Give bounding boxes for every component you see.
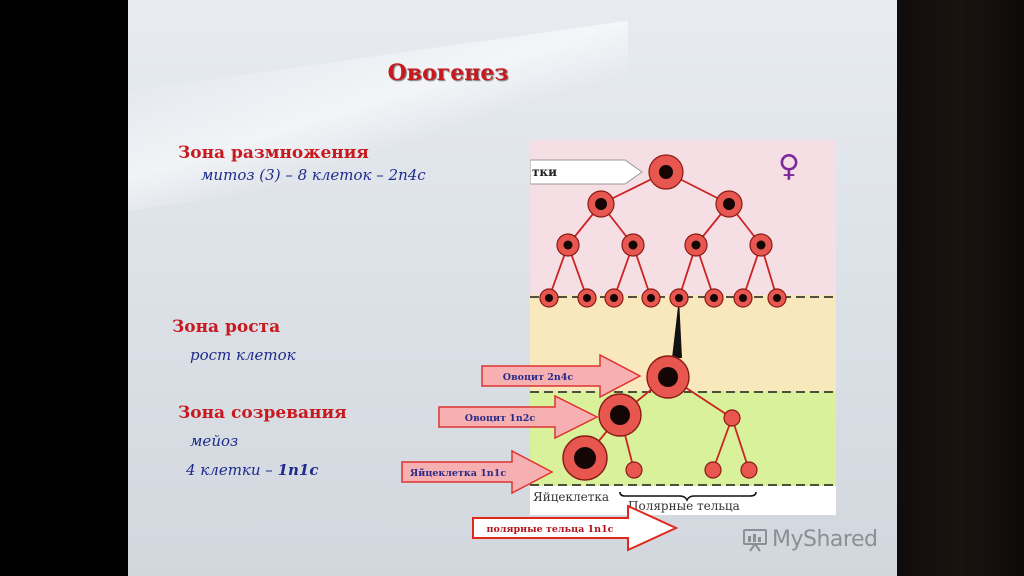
primary-oocyte — [646, 355, 690, 399]
zone-maturation-heading: Зона созревания — [178, 403, 347, 423]
egg-cell — [562, 435, 608, 481]
first-polar-body — [723, 409, 741, 427]
zone-maturation-cells: 4 клетки – 1n1c — [186, 461, 319, 479]
zone-maturation-meiosis: мейоз — [190, 432, 239, 450]
arrow-oocyte-2n4c-label: Овоцит 2n4c — [503, 372, 574, 383]
watermark-text: MyShared — [772, 527, 878, 552]
arrow-polar-1n1c-label: полярные тельца 1n1c — [487, 524, 614, 535]
slide-title: Овогенез — [387, 60, 509, 86]
egg-bottom-label: Яйцеклетка — [533, 490, 609, 504]
zone-growth-heading: Зона роста — [172, 317, 281, 337]
cells-level-2 — [556, 233, 773, 257]
band-bottom — [530, 486, 836, 515]
growth-wedge — [672, 298, 682, 358]
arrow-polar-1n1c: полярные тельца 1n1c — [472, 504, 679, 552]
arrow-oocyte-1n2c: Овоцит 1n2c — [438, 394, 599, 440]
arrow-egg-1n1c: Яйцеклетка 1n1c — [401, 449, 554, 495]
cells-count-text: 4 клетки – — [186, 461, 278, 479]
polar-bodies — [625, 461, 758, 479]
watermark: MyShared — [742, 527, 878, 552]
cells-formula: 1n1c — [277, 461, 319, 479]
zone-reproduction-heading: Зона размножения — [178, 143, 369, 163]
arrow-oocyte-1n2c-label: Овоцит 1n2c — [465, 413, 536, 424]
arrow-egg-1n1c-label: Яйцеклетка 1n1c — [410, 468, 506, 479]
secondary-oocyte — [598, 393, 642, 437]
oogenesis-diagram: тки ♀ — [530, 140, 836, 515]
top-label-text: тки — [532, 165, 557, 179]
left-letterbox — [0, 0, 128, 576]
zone-growth-detail: рост клеток — [190, 346, 296, 364]
cells-level-3 — [539, 288, 787, 308]
female-symbol-icon: ♀ — [778, 149, 800, 184]
right-letterbox — [897, 0, 1024, 576]
arrow-oocyte-2n4c: Овоцит 2n4c — [481, 353, 642, 399]
cells-level-1 — [587, 190, 743, 218]
presentation-icon — [743, 528, 767, 552]
top-label-arrow — [530, 159, 643, 185]
polar-bracket — [619, 491, 757, 502]
polar-bottom-label: Полярные тельца — [628, 499, 740, 513]
zone-reproduction-detail: митоз (3) – 8 клеток – 2n4c — [201, 166, 426, 184]
cells-level-0 — [648, 154, 684, 190]
